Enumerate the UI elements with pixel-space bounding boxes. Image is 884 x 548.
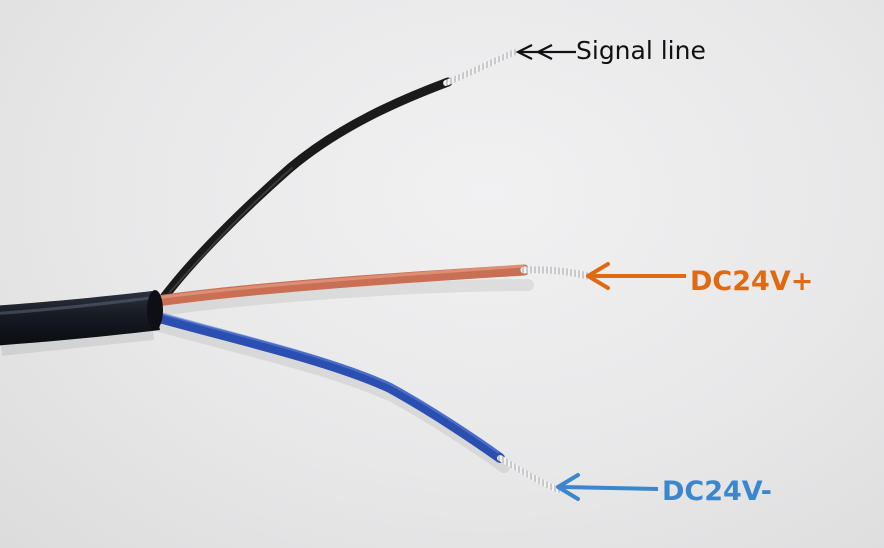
signal-arrow-icon	[515, 44, 576, 60]
dc24v-minus-label: DC24V-	[662, 476, 772, 507]
cable-jacket-cut-end	[147, 290, 163, 330]
signal-wire-strands	[443, 49, 518, 86]
dc24v-plus-label: DC24V+	[690, 266, 814, 297]
minus-wire-highlight	[154, 310, 500, 454]
cable-jacket	[0, 291, 160, 346]
plus-wire-shadow	[148, 279, 534, 317]
minus-wire	[147, 311, 505, 463]
signal-wire-highlight	[169, 167, 293, 293]
plus-wire-highlight	[154, 264, 524, 300]
cable-jacket-highlight	[0, 296, 151, 315]
minus-wire-strands	[497, 455, 561, 493]
minus-wire-shadow	[150, 319, 510, 473]
minus-arrow-icon	[556, 473, 659, 501]
plus-wire	[144, 264, 530, 308]
signal-line-label: Signal line	[576, 36, 706, 65]
signal-wire	[157, 77, 453, 305]
plus-wire-strands	[520, 266, 592, 280]
plus-arrow-icon	[586, 262, 686, 290]
